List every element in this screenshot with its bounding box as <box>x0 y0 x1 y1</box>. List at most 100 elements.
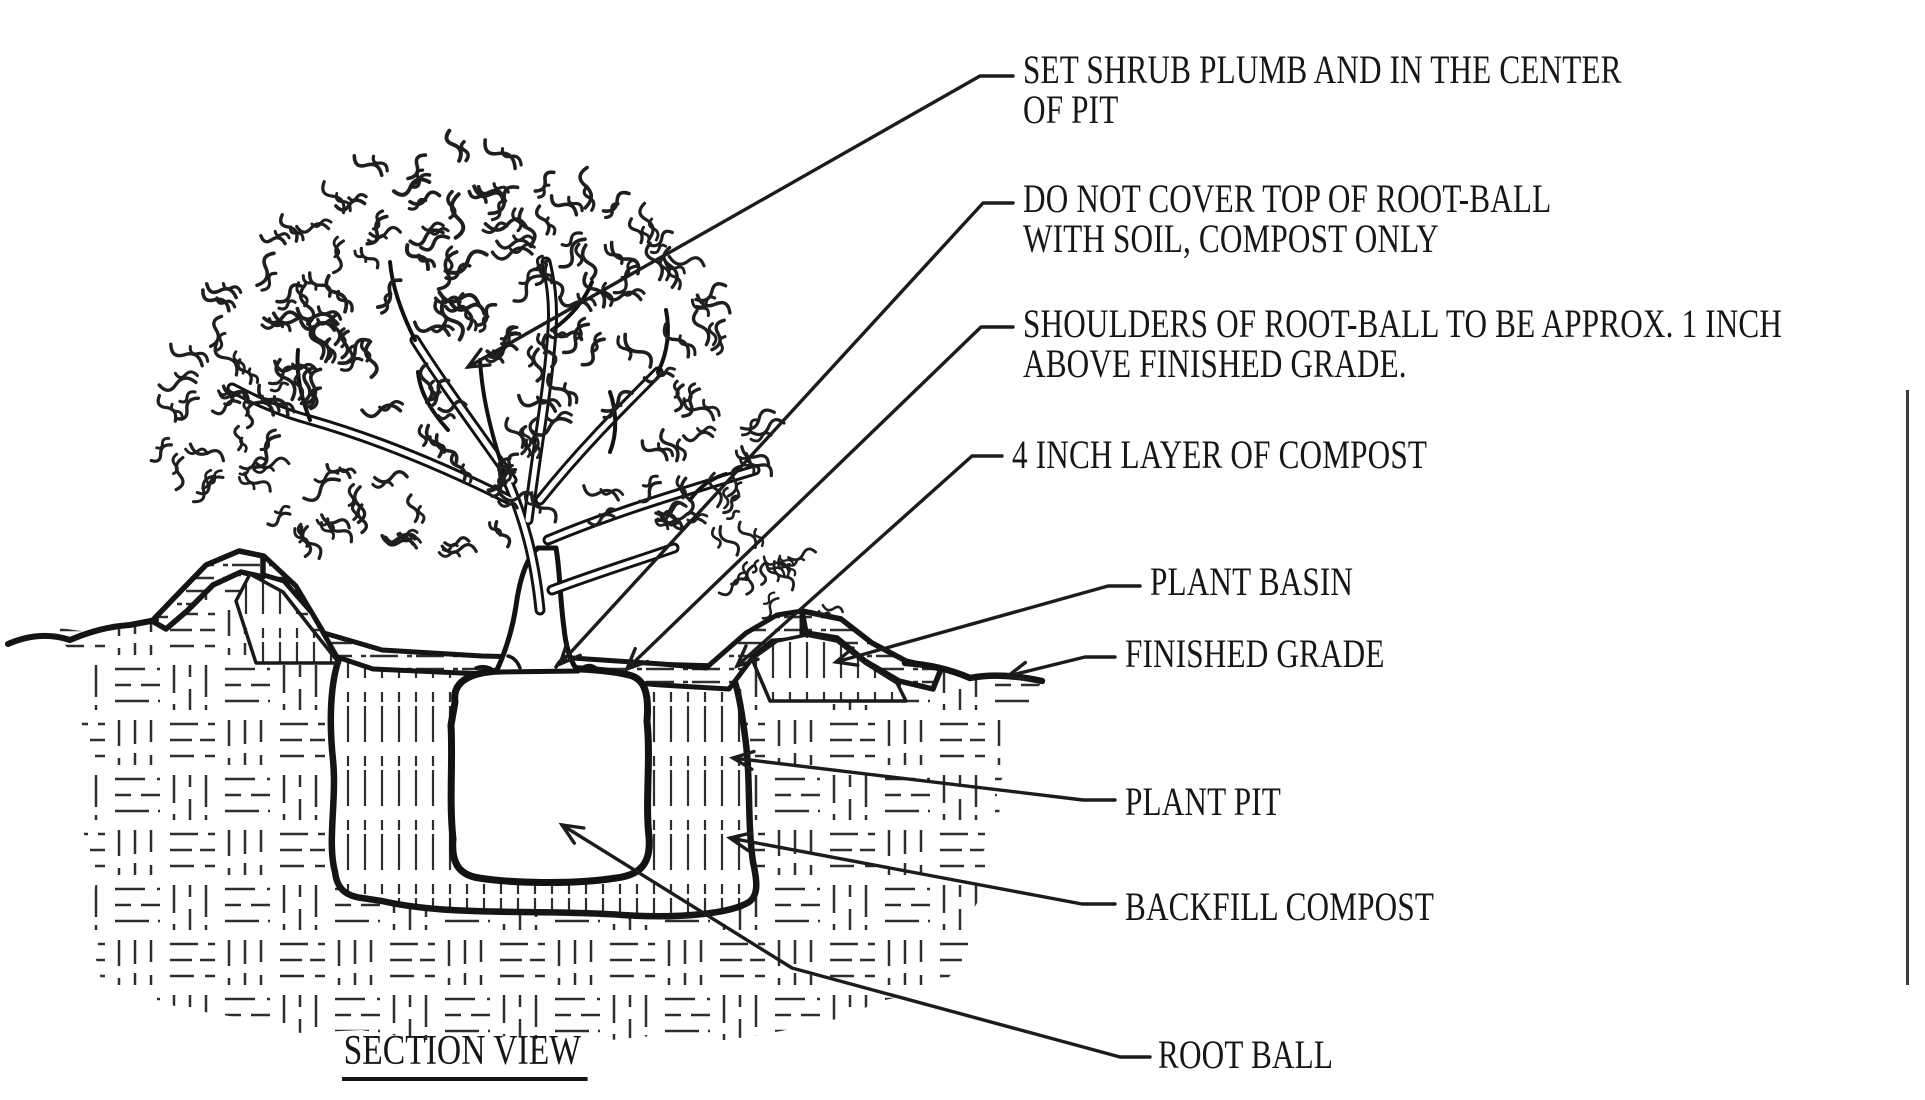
leaf <box>174 455 185 492</box>
leaf <box>316 317 340 326</box>
leaf <box>512 234 536 242</box>
leader-line-set-shrub-plumb <box>466 74 1015 369</box>
leaf <box>601 190 631 213</box>
leaf <box>682 397 716 422</box>
leader-line-plant-basin <box>834 584 1142 664</box>
callout-text: SET SHRUB PLUMB AND IN THE CENTER <box>1023 47 1622 92</box>
leaf <box>777 562 792 573</box>
leaf <box>640 439 669 462</box>
leaf <box>352 154 384 177</box>
leaf <box>718 525 741 557</box>
leaf <box>338 466 357 475</box>
leaf <box>545 410 573 423</box>
leaf <box>533 170 556 193</box>
leaf <box>443 249 489 275</box>
leaf <box>245 402 255 430</box>
leader-line-plant-pit <box>731 756 1117 802</box>
leaf <box>534 259 550 287</box>
twig <box>388 260 417 342</box>
leaf <box>279 213 299 243</box>
leaf <box>740 418 760 437</box>
leaf <box>662 322 691 359</box>
leaf <box>156 393 178 423</box>
leaf <box>437 550 462 558</box>
leaf <box>371 209 385 231</box>
leaf <box>558 237 587 269</box>
leaf <box>502 467 518 483</box>
leaf <box>429 324 455 334</box>
leaf <box>334 192 352 213</box>
leaf <box>740 444 771 468</box>
leaf <box>732 481 743 502</box>
leaf <box>359 338 372 363</box>
leaf <box>149 443 174 463</box>
leaf <box>347 482 356 507</box>
leaf <box>443 304 469 314</box>
leaf <box>531 347 545 383</box>
leaf <box>299 366 315 406</box>
leaf <box>675 438 687 462</box>
leaf <box>647 217 660 242</box>
leaf <box>673 383 685 413</box>
leaf <box>184 447 209 456</box>
leader-line-finished-grade <box>1006 655 1117 678</box>
leaf <box>236 358 253 386</box>
callout-text: WITH SOIL, COMPOST ONLY <box>1023 216 1439 261</box>
leaf <box>495 238 533 250</box>
leaf <box>260 321 285 330</box>
leaf <box>210 399 242 416</box>
leader-line-compost-layer <box>735 454 1004 668</box>
leaf <box>424 423 444 459</box>
leaf <box>751 559 760 574</box>
leaf <box>574 242 584 267</box>
leaf <box>476 184 506 200</box>
leaf <box>310 218 333 228</box>
leaf <box>275 283 303 304</box>
leaf <box>717 577 749 597</box>
leaf <box>417 253 437 268</box>
leaf <box>425 378 451 402</box>
leaf <box>499 490 536 503</box>
leaf <box>656 366 676 378</box>
leaf <box>587 512 616 527</box>
leaf <box>408 172 432 189</box>
arrowhead-compost-layer <box>733 644 760 669</box>
leaf <box>675 475 687 500</box>
leaf <box>710 318 726 352</box>
leaf <box>722 486 730 510</box>
leaf <box>269 381 290 393</box>
leaf <box>604 202 620 220</box>
leaf <box>488 521 503 537</box>
leaf <box>654 500 686 517</box>
leaf <box>545 216 557 236</box>
leaf <box>656 442 675 458</box>
leaf <box>474 302 498 328</box>
callout-leaders <box>464 74 1152 1059</box>
leaf <box>368 225 402 239</box>
leaf <box>449 192 466 240</box>
arrowhead-plant-pit <box>728 749 756 771</box>
leaf <box>416 504 426 524</box>
callout-text: ABOVE FINISHED GRADE. <box>1023 341 1407 386</box>
leaf <box>487 185 520 216</box>
leaf <box>749 431 773 443</box>
leaf <box>440 543 478 555</box>
leaf <box>499 464 514 477</box>
leaf <box>547 331 569 340</box>
leaf <box>620 288 646 297</box>
leaf <box>213 341 239 377</box>
leaf <box>658 255 671 282</box>
leaf <box>247 367 260 384</box>
leaf <box>590 331 602 354</box>
leaf <box>786 557 806 567</box>
leaf <box>649 243 668 255</box>
leaf <box>481 221 509 235</box>
leaf <box>761 597 780 620</box>
callout-text: OF PIT <box>1023 87 1119 132</box>
leaf <box>356 503 369 535</box>
leaf <box>483 217 528 232</box>
leaf <box>260 271 278 292</box>
leaf <box>667 264 682 291</box>
leaf <box>490 246 534 261</box>
leaf <box>638 480 663 504</box>
